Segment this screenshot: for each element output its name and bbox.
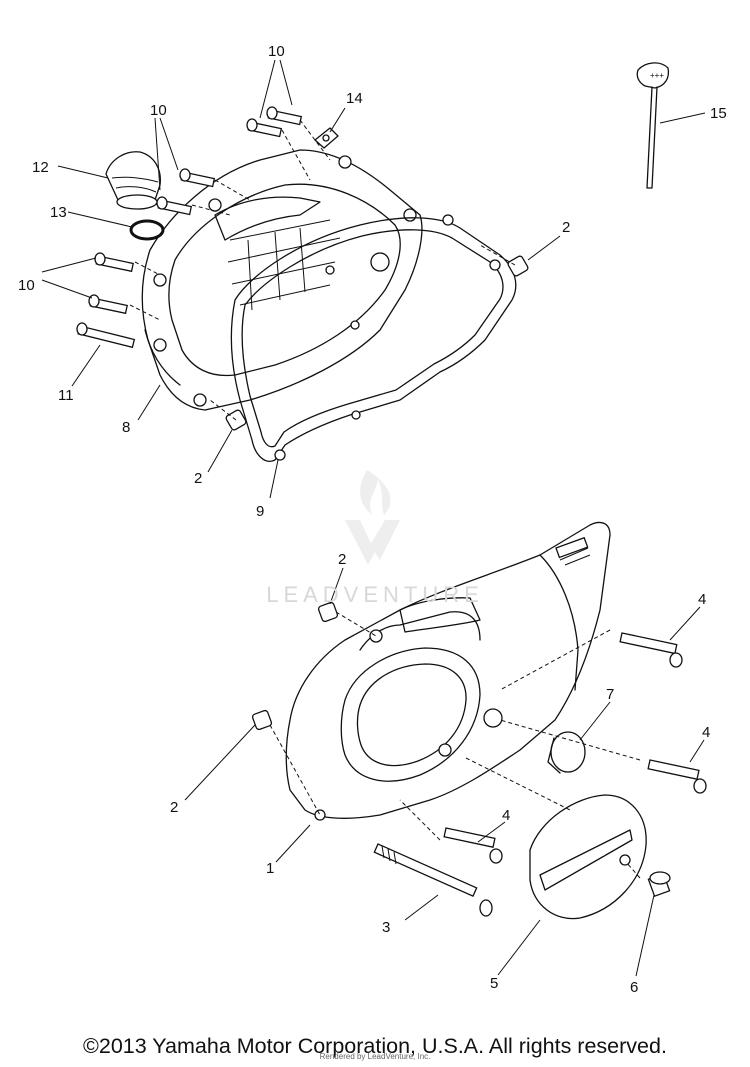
crankcase-cover-gasket [230,214,517,462]
callout-9: 9 [256,503,264,520]
copyright-notice: ©2013 Yamaha Motor Corporation, U.S.A. A… [83,1034,667,1058]
long-bolt-3 [373,843,493,917]
callout-1: 1 [266,860,274,877]
dowel-pins-lower [251,601,339,731]
callout-4-right: 4 [702,724,710,741]
screw-6 [647,871,671,898]
inner-crankcase-cover [141,149,423,411]
callout-3: 3 [382,919,390,936]
callout-7: 7 [606,686,614,703]
dowel-pins-upper [225,255,529,431]
callout-10-mid: 10 [150,102,167,119]
clamp-clip [314,127,339,149]
callout-4-center: 4 [502,807,510,824]
callout-15: 15 [710,105,727,122]
callout-11: 11 [58,387,74,404]
leadventure-watermark-logo [345,470,400,565]
callout-6: 6 [630,979,638,996]
bolt-11 [76,322,136,349]
callout-2-upper-left: 2 [194,470,202,487]
o-ring [129,219,165,241]
bolt-10-left-1 [94,252,134,273]
callout-8: 8 [122,419,130,436]
cover-brand-text: YAMAHA [542,843,607,888]
bolt-10-mid-1 [179,168,216,188]
leader-lines [41,59,706,977]
oil-filler-cap [105,151,161,210]
lower-bolts-4 [443,632,707,864]
bolt-10-mid-2 [156,196,193,216]
bolt-10-top-2 [246,118,283,138]
bolt-10-top-1 [266,106,303,126]
callout-10-top: 10 [268,43,285,60]
callout-5: 5 [490,975,498,992]
crankcase-cap: YAMAHA [529,794,647,920]
upper-bolts [76,106,303,349]
callout-13: 13 [50,204,67,221]
callout-10-left: 10 [18,277,35,294]
callout-12: 12 [32,159,49,176]
oil-plug [547,731,586,774]
callout-2-upper-right: 2 [562,219,570,236]
callout-4-top: 4 [698,591,706,608]
callout-14: 14 [346,90,363,107]
outer-crankcase-cover [285,521,611,821]
rendered-by-note: Rendered by LeadVenture, Inc. [319,1052,431,1061]
callout-2-lower-top: 2 [338,551,346,568]
dipstick: +++ [636,62,670,189]
bolt-10-left-2 [88,294,128,315]
callout-2-lower-left: 2 [170,799,178,816]
watermark-brand-text: LEADVENTURE [266,582,484,607]
svg-text:+++: +++ [650,71,664,80]
callout-labels: 10 14 15 10 12 13 2 10 11 8 2 9 2 4 7 4 … [18,43,727,996]
